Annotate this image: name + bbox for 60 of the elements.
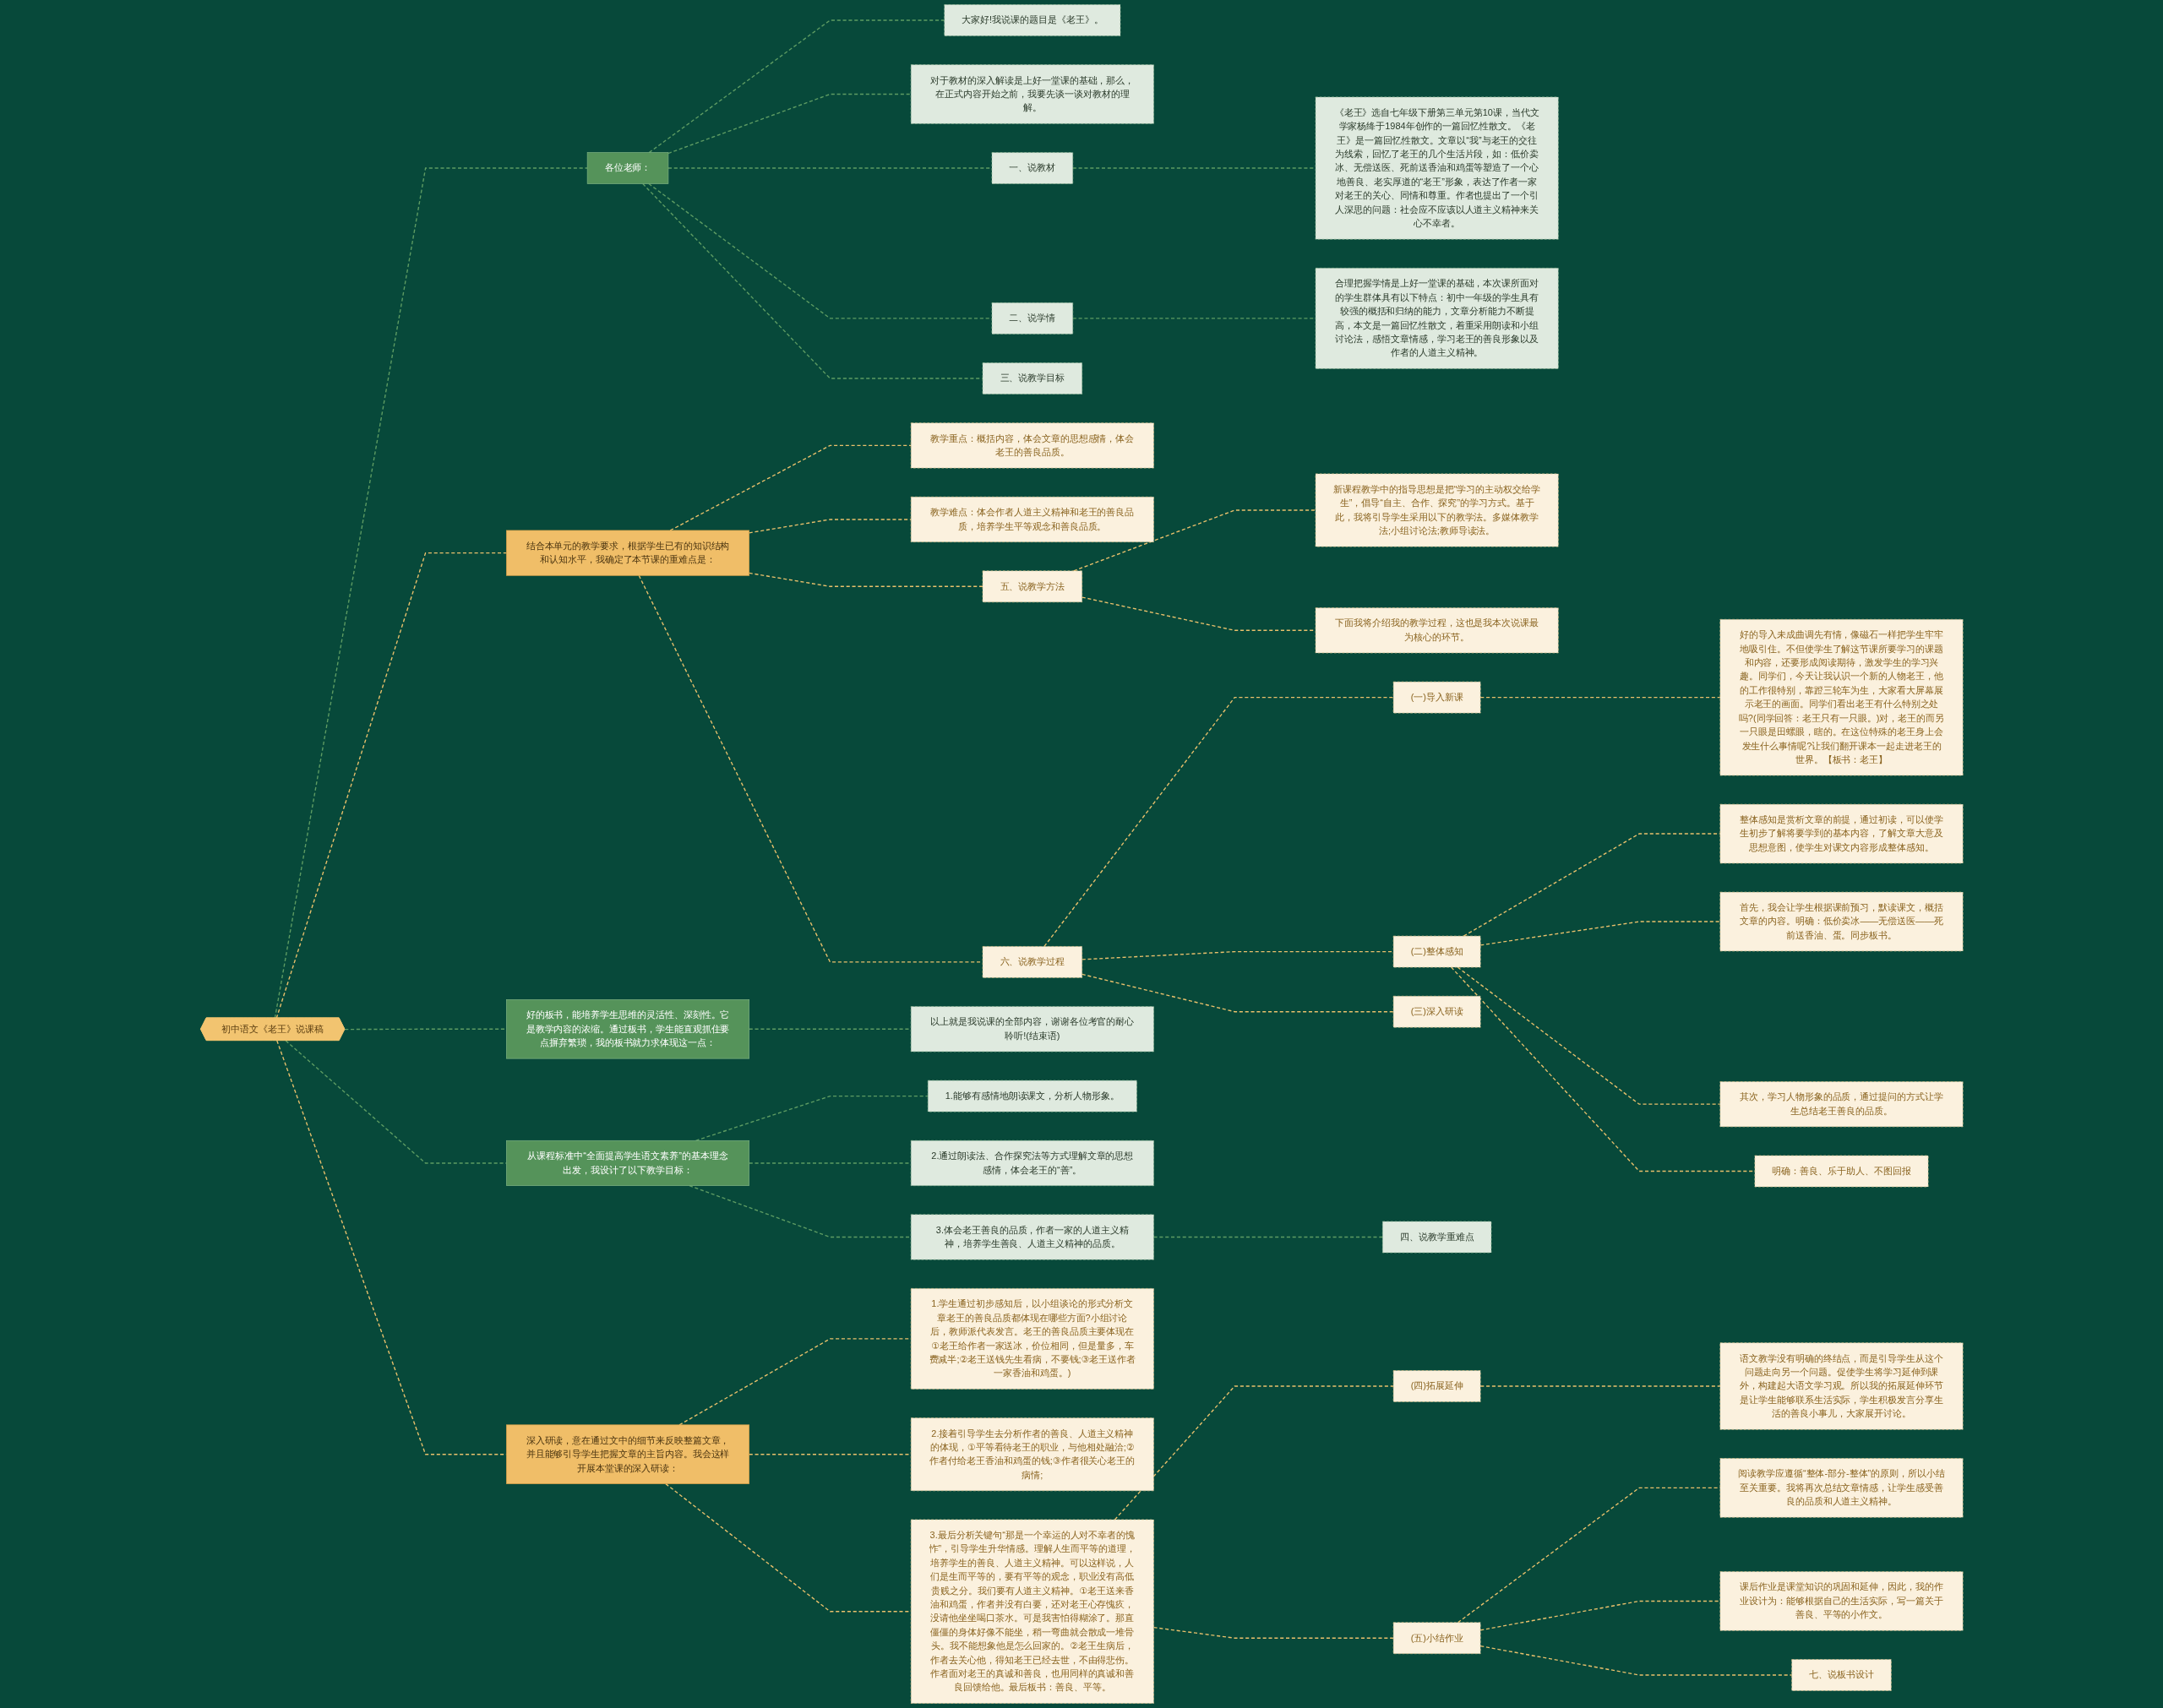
node-box: 一、说教材 <box>991 152 1073 184</box>
connector <box>275 552 507 1019</box>
node-box: 好的板书，能培养学生思维的灵活性、深刻性。它是教学内容的浓缩。通过板书，学生能直观抓住要点摒弃繁琐，我的板书就力求体现这一点： <box>505 999 749 1059</box>
node-box: 首先，我会让学生根据课前预习，默读课文，概括文章的内容。明确：低价卖冰——无偿送医——死前送香油、蛋。同步板书。 <box>1719 891 1964 952</box>
node-box: 各位老师： <box>586 152 668 184</box>
node-box: (五)小结作业 <box>1392 1622 1481 1655</box>
node-box: 《老王》选自七年级下册第三单元第10课，当代文学家杨绛于1984年创作的一篇回忆性散文。《老王》是一篇回忆性散文。文章以“我”与老王的交往为线索，回忆了老王的几个生活片段，如：低价卖冰、无偿送医、死前送香油和鸡蛋等塑造了一个心地善良、老实厚道的“老王”形象，表达了作者一家对老王的关心、同情和尊重。作者也提出了一个引人深思的问题：社会应不应该以人道主义精神来关心不幸者。 <box>1315 96 1559 240</box>
node-box: 3.最后分析关键句“那是一个幸运的人对不幸者的愧怍”，引导学生升华情感。理解人生而平等的道理，培养学生的善良、人道主义精神。可以这样说，人们是生而平等的，要有平等的观念，职业没有高低贵贱之分。我们要有人道主义精神。①老王送来香油和鸡蛋，作者并没有白要，还对老王心存愧疚，没请他坐坐喝口茶水。可是我害怕得糊涂了。那直僵僵的身体好像不能坐，稍一弯曲就会散成一堆骨头。我不能想象他是怎么回家的。②老王生病后，作者去关心他，得知老王已经去世，不由得悲伤。作者面对老王的真诚和善良，也用同样的真诚和善良回馈给他。最后板书：善良、平等。 <box>910 1519 1154 1704</box>
node-box: 教学重点：概括内容，体会文章的思想感情，体会老王的善良品质。 <box>910 422 1154 469</box>
node-box: 好的导入未成曲调先有情，像磁石一样把学生牢牢地吸引住。不但使学生了解这节课所要学习的课题和内容，还要形成阅读期待，激发学生的学习兴趣。同学们，今天让我认识一个新的人物老王，他的工作很特别，靠蹬三轮车为生，大家看大屏幕展示老王的画面。同学们看出老王有什么特别之处吗?(同学回答：老王只有一只眼。)对，老王的而另一只眼是田螺眼，瞎的。在这位特殊的老王身上会发生什么事情呢?让我们翻开课本一起走进老王的世界。【板书：老王】 <box>1719 618 1964 776</box>
connector <box>1479 1645 1793 1676</box>
node-box: 以上就是我说课的全部内容，谢谢各位考官的耐心聆听!(结束语) <box>910 1006 1154 1053</box>
node-box: (四)拓展延伸 <box>1392 1370 1481 1402</box>
node-box: 语文教学没有明确的终结点，而是引导学生从这个问题走向另一个问题。促使学生将学习延伸到课外，构建起大语文学习观。所以我的拓展延伸环节是让学生能够联系生活实际，学生积极发言分享生活的善良小事儿，大家展开讨论。 <box>1719 1342 1964 1430</box>
node-box: 大家好!我说课的题目是《老王》。 <box>944 4 1120 36</box>
connector <box>1114 1385 1394 1520</box>
connector <box>1479 1385 1721 1387</box>
node-box: 深入研读，意在通过文中的细节来反映整篇文章，并且能够引导学生把握文章的主旨内容。我会这样开展本堂课的深入研读： <box>505 1424 749 1484</box>
connector <box>344 1028 507 1031</box>
node-box: 结合本单元的教学要求，根据学生已有的知识结构和认知水平，我确定了本节课的重难点是： <box>505 530 749 576</box>
connector <box>1081 973 1394 1013</box>
node-box: 新课程教学中的指导思想是把“学习的主动权交给学生”，倡导“自主、合作、探究”的学习方式。基于此，我将引导学生采用以下的教学法。多媒体教学法;小组讨论法;教师导读法。 <box>1315 473 1559 547</box>
node-box: 整体感知是赏析文章的前提，通过初读，可以使学生初步了解将要学到的基本内容，了解文章大意及思想意图，使学生对课文内容形成整体感知。 <box>1719 803 1964 864</box>
node-box: 其次，学习人物形象的品质，通过提问的方式让学生总结老王善良的品质。 <box>1719 1081 1964 1128</box>
node-box: (三)深入研读 <box>1392 995 1481 1028</box>
connector <box>1043 696 1394 948</box>
connector <box>748 572 983 587</box>
connector <box>1457 966 1721 1105</box>
node-box: 五、说教学方法 <box>982 570 1082 603</box>
node-box: (二)整体感知 <box>1392 935 1481 968</box>
node-box: 教学难点：体会作者人道主义精神和老王的善良品质，培养学生平等观念和善良品质。 <box>910 496 1154 542</box>
node-box: 2.通过朗读法、合作探究法等方式理解文章的思想感情，体会老王的“善”。 <box>910 1140 1154 1186</box>
connector <box>648 19 945 154</box>
connector <box>1152 1236 1383 1238</box>
connector <box>667 93 912 155</box>
node-box: 1.能够有感情地朗读课文，分析人物形象。 <box>927 1080 1137 1112</box>
node-box: 四、说教学重难点 <box>1381 1221 1491 1254</box>
connector <box>1479 1600 1721 1631</box>
node-box: 对于教材的深入解读是上好一堂课的基础，那么，在正式内容开始之前，我要先谈一谈对教材的理解。 <box>910 64 1154 124</box>
node-box: 从课程标准中“全面提高学生语文素养”的基本理念出发，我设计了以下教学目标： <box>505 1140 749 1186</box>
connector <box>274 167 588 1019</box>
connector <box>1081 950 1394 960</box>
connector <box>1479 696 1721 699</box>
node-box: 课后作业是课堂知识的巩固和延伸，因此，我的作业设计为：能够根据自己的生活实际，写一篇关于善良、平等的小作文。 <box>1719 1571 1964 1631</box>
connector <box>275 1040 507 1455</box>
node-box: 1.学生通过初步感知后，以小组谈论的形式分析文章老王的善良品质都体现在哪些方面?小组讨论后，教师派代表发言。老王的善良品质主要体现在①老王给作者一家送冰，价位相同，但是量多，车费减半;②老王送钱先生看病，不要钱;③老王送作者一家香油和鸡蛋。) <box>910 1288 1154 1390</box>
node-box: 阅读教学应遵循“整体-部分-整体”的原则，所以小结至关重要。我将再次总结文章情感，让学生感受善良的品质和人道主义精神。 <box>1719 1458 1964 1518</box>
connector <box>1479 921 1721 946</box>
node-box: 三、说教学目标 <box>982 362 1082 394</box>
node-box: 2.接着引导学生去分析作者的善良、人道主义精神的体现，①平等看待老王的职业，与他相处融洽;②作者付给老王香油和鸡蛋的钱;③作者很关心老王的病情; <box>910 1417 1154 1492</box>
node-box: 七、说板书设计 <box>1791 1659 1892 1691</box>
node-box: 3.体会老王善良的品质，作者一家的人道主义精神，培养学生善良、人道主义精神的品质。 <box>910 1214 1154 1260</box>
connector <box>695 1095 929 1141</box>
connector <box>1152 1626 1394 1639</box>
node-box: 明确：善良、乐于助人、不图回报 <box>1754 1155 1929 1188</box>
node-box: 六、说教学过程 <box>982 946 1082 978</box>
node-box: (一)导入新课 <box>1392 681 1481 714</box>
node-box: 二、说学情 <box>991 302 1073 335</box>
node-box: 合理把握学情是上好一堂课的基础，本次课所面对的学生群体具有以下特点：初中一年级的学生具有较强的概括和归纳的能力，文章分析能力不断提高，本文是一篇回忆性散文，着重采用朗读和小组讨论法，感悟文章情感，学习老王的善良形象以及作者的人道主义精神。 <box>1315 268 1559 369</box>
node-box: 下面我将介绍我的教学过程，这也是我本次说课最为核心的环节。 <box>1315 607 1559 654</box>
